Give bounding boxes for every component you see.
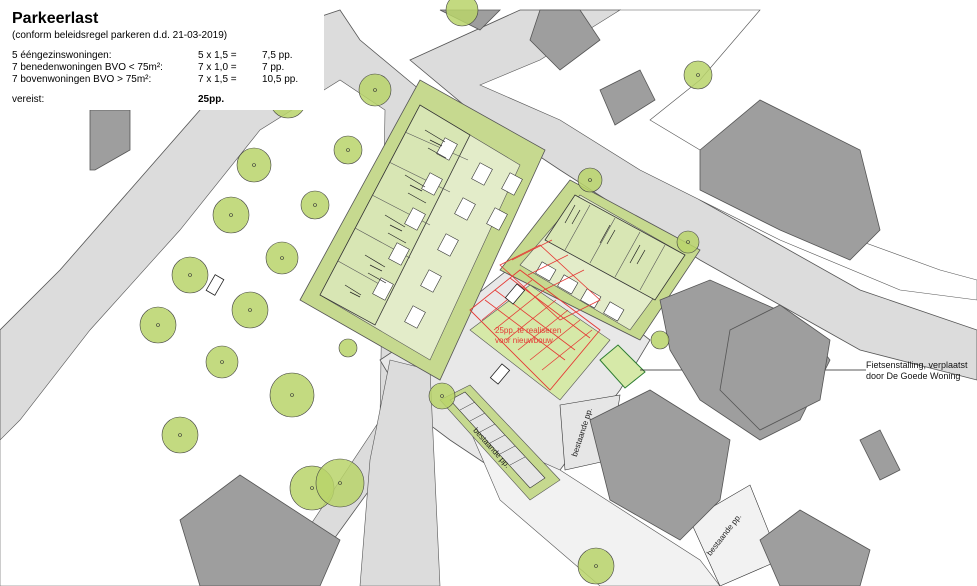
legend-required-value: 25pp. [198, 94, 225, 105]
parking-legend: Parkeerlast (conform beleidsregel parker… [6, 6, 324, 110]
legend-row: 7 benedenwoningen BVO < 75m²: 7 x 1,0 = … [12, 62, 322, 74]
legend-title: Parkeerlast [12, 10, 99, 27]
car-icon [205, 274, 225, 296]
legend-required-row: vereist: 25pp. [12, 94, 322, 106]
bike-storage-label: Fietsenstalling, verplaatst door De Goed… [866, 360, 968, 381]
new-parking-label: 25pp. te realiseren voor nieuwbouw [495, 326, 562, 345]
housing-block-west [299, 79, 546, 381]
legend-row-label: 7 benedenwoningen BVO < 75m²: [12, 62, 163, 73]
legend-row-result: 7 pp. [262, 62, 285, 73]
legend-required-label: vereist: [12, 94, 45, 105]
legend-row-label: 5 ééngezinswoningen: [12, 50, 112, 61]
housing-block-east [499, 179, 701, 341]
legend-row-calc: 7 x 1,5 = [198, 74, 237, 85]
bike-storage [599, 344, 646, 389]
legend-subtitle: (conform beleidsregel parkeren d.d. 21-0… [12, 30, 228, 41]
legend-row-result: 10,5 pp. [262, 74, 299, 85]
legend-row-calc: 7 x 1,0 = [198, 62, 237, 73]
new-parking-area [469, 239, 611, 401]
legend-row: 5 ééngezinswoningen: 5 x 1,5 = 7,5 pp. [12, 50, 322, 62]
legend-row-result: 7,5 pp. [262, 50, 293, 61]
trees [139, 0, 713, 585]
legend-row-calc: 5 x 1,5 = [198, 50, 237, 61]
legend-row: 7 bovenwoningen BVO > 75m²: 7 x 1,5 = 10… [12, 74, 322, 86]
legend-row-label: 7 bovenwoningen BVO > 75m²: [12, 74, 152, 85]
